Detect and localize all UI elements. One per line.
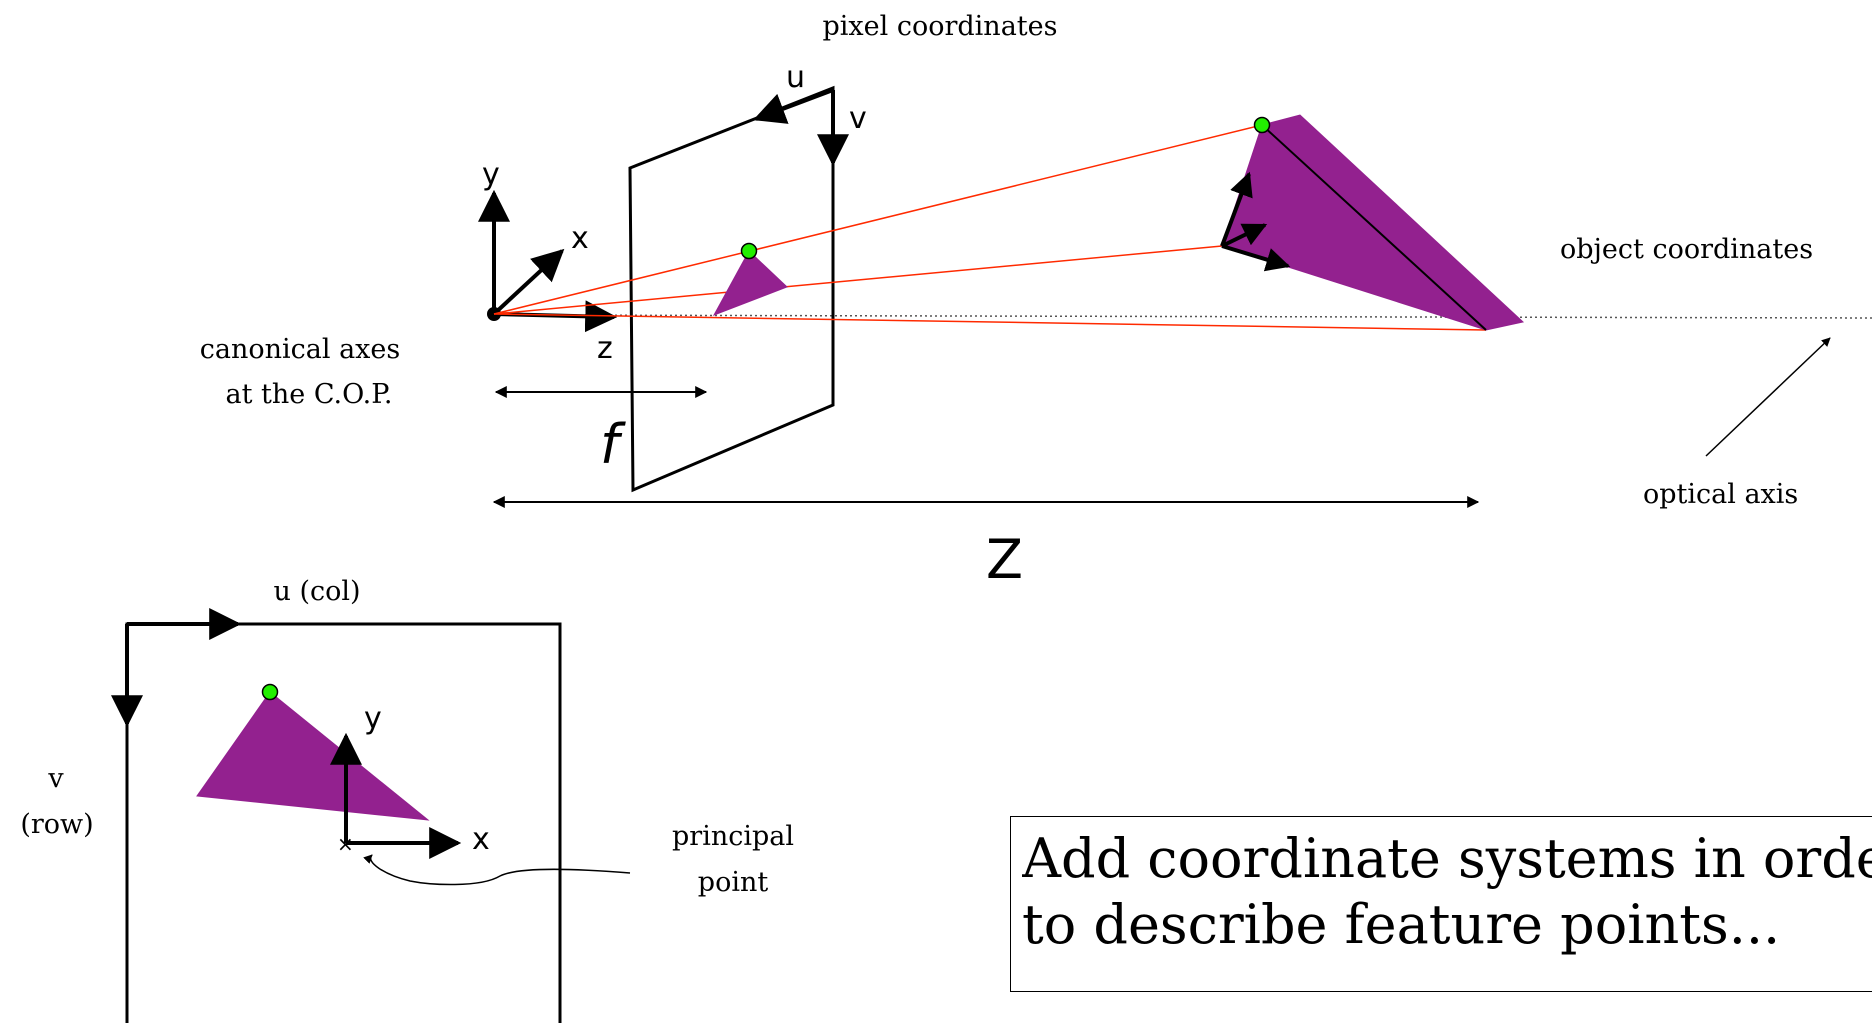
object-feature-point: [1253, 116, 1271, 134]
ray-top: [493, 124, 1263, 315]
depth-label: Z: [986, 528, 1023, 591]
principal-point-marker: ×: [337, 832, 354, 856]
v-row-label-line1: v: [47, 763, 64, 794]
image-u-axis: [753, 88, 834, 124]
object-axis-right: [1221, 223, 1268, 248]
image-u-label: u: [786, 60, 805, 95]
u-col-label: u (col): [273, 576, 360, 607]
note-box: [1010, 816, 1872, 992]
camera-x-axis: [492, 248, 565, 316]
optical-axis-pointer: [1705, 337, 1831, 457]
object-axis-depth: [1221, 244, 1291, 272]
pixel-feature-point: [261, 683, 279, 701]
projected-triangle: [712, 250, 788, 316]
camera-y-label: y: [482, 157, 500, 192]
ray-middle: [493, 245, 1223, 315]
canonical-axes-label-line2: at the C.O.P.: [225, 379, 392, 410]
principal-point-pointer: [363, 854, 631, 886]
projected-feature-point: [740, 242, 758, 260]
object-axis-up: [1220, 171, 1253, 247]
pixel-y-label: y: [364, 701, 382, 736]
camera-x-label: x: [571, 221, 589, 256]
pixel-image-frame: [125, 622, 562, 1028]
principal-point-label-line2: point: [698, 867, 769, 898]
object-coordinates-label: object coordinates: [1560, 234, 1813, 265]
principal-point-label-line1: principal: [672, 821, 794, 852]
note-text: Add coordinate systems in order to descr…: [1022, 827, 1872, 956]
camera-z-label: z: [597, 331, 613, 366]
image-v-label: v: [849, 101, 867, 136]
optical-axis-label: optical axis: [1643, 479, 1798, 510]
ray-bottom: [493, 313, 1487, 331]
v-row-label-line2: (row): [20, 809, 93, 840]
pixel-x-label: x: [472, 822, 490, 857]
pixel-coordinates-label: pixel coordinates: [823, 11, 1058, 42]
object-3d: [1221, 114, 1525, 331]
object-edge: [1261, 124, 1487, 331]
projection-rays: [493, 124, 1487, 331]
canonical-axes-label-line1: canonical axes: [200, 334, 400, 365]
focal-length-label: f: [600, 413, 626, 476]
pixel-triangle: [196, 691, 430, 821]
